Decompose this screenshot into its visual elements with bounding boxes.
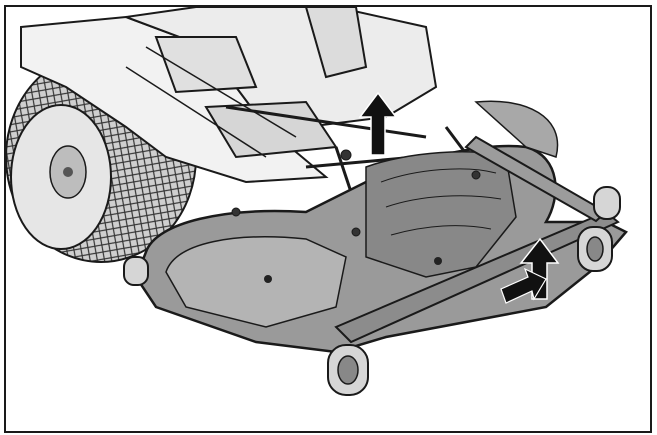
tractor-body [20,7,438,184]
illustration-frame [4,5,652,433]
deck-right-dome [474,100,559,158]
left-lift-arrow-icon [358,91,398,156]
front-right-caster-wheel [577,226,613,272]
front-left-caster-wheel [327,344,369,396]
mower-deck-removal-illustration [6,7,628,396]
seat-support [304,7,368,79]
deck-left-dome [165,236,347,328]
right-slide-arrow-icon [500,267,547,304]
hub-bolt-icon [63,167,73,177]
rear-right-caster-wheel [593,186,621,220]
foot-rest [154,36,258,94]
deck-bolt-icon [264,275,272,283]
right-lift-arrow-icon [519,237,560,300]
pivot-pins [231,149,481,237]
deck-belt-cover [365,151,517,278]
left-anti-scalp-wheel [123,256,149,286]
front-bumper-bar [334,135,620,344]
deck-bolt-icon [434,257,442,265]
